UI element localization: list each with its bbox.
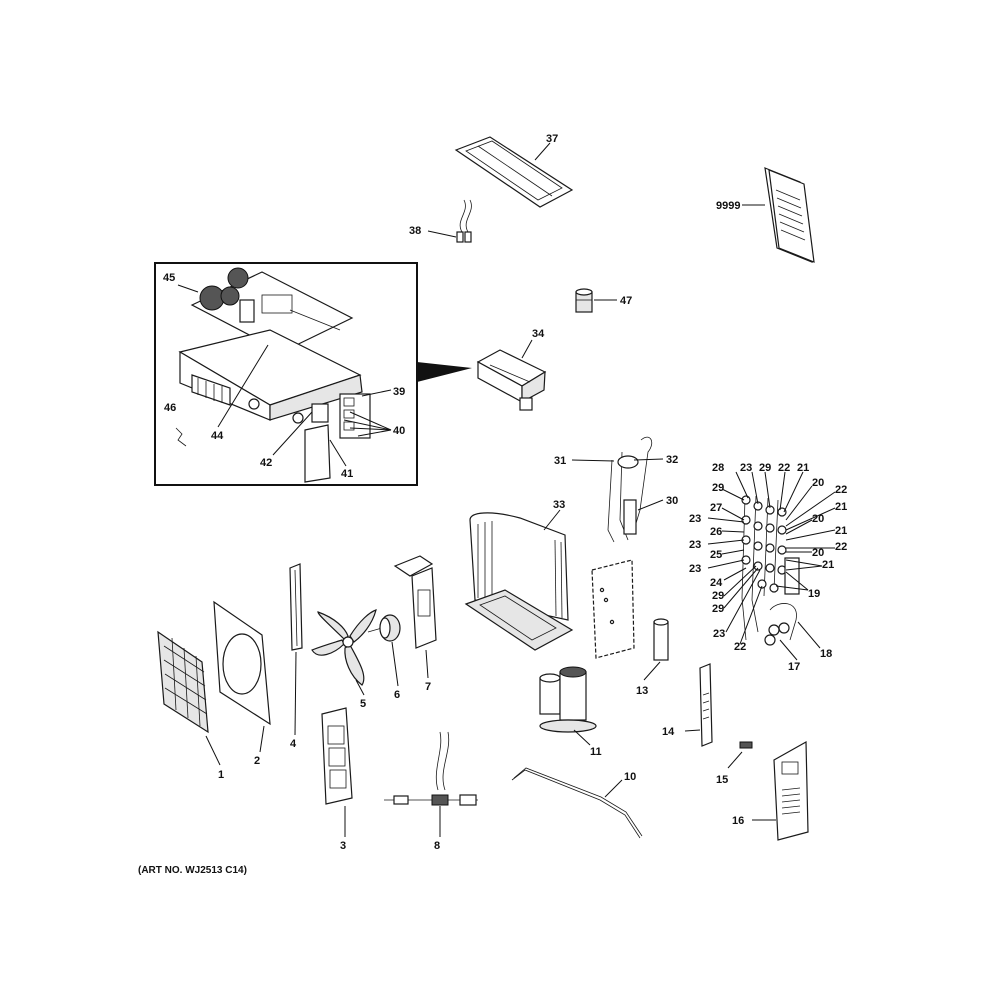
label-13: 13 — [636, 685, 648, 697]
part-32-pipe — [571, 436, 664, 543]
label-6: 6 — [394, 689, 400, 701]
label-v24: 24 — [710, 577, 723, 589]
part-4-guard-bar — [289, 563, 303, 736]
part-valve-manifold — [707, 471, 836, 661]
label-v23-b: 23 — [689, 539, 701, 551]
label-7: 7 — [425, 681, 431, 693]
label-18: 18 — [820, 648, 832, 660]
label-v21-c: 21 — [822, 559, 834, 571]
label-v23-top: 23 — [740, 462, 752, 474]
label-v21-a: 21 — [835, 501, 847, 513]
label-42: 42 — [260, 457, 272, 469]
label-8: 8 — [434, 840, 440, 852]
label-v22-a: 22 — [835, 484, 847, 496]
part-5-fan-blade — [311, 609, 377, 696]
label-2: 2 — [254, 755, 260, 767]
label-v20-b: 20 — [812, 513, 824, 525]
label-33: 33 — [553, 499, 565, 511]
part-11-compressor — [539, 666, 597, 746]
part-1-grille — [157, 630, 221, 766]
label-30: 30 — [666, 495, 678, 507]
part-10-pipe — [511, 767, 643, 839]
label-47: 47 — [620, 295, 632, 307]
label-37: 37 — [546, 133, 558, 145]
partition-panel — [591, 559, 635, 659]
label-31: 31 — [554, 455, 566, 467]
part-8-sensor-cable — [384, 731, 478, 837]
label-v25: 25 — [710, 549, 722, 561]
label-9999: 9999 — [716, 200, 740, 212]
part-3-side-cover — [321, 707, 353, 837]
label-38: 38 — [409, 225, 421, 237]
label-44: 44 — [211, 430, 224, 442]
label-46: 46 — [164, 402, 176, 414]
label-v29-top: 29 — [759, 462, 771, 474]
label-v29-left: 29 — [712, 482, 724, 494]
callout-pointer — [417, 362, 472, 382]
label-39: 39 — [393, 386, 405, 398]
label-32: 32 — [666, 454, 678, 466]
label-15: 15 — [716, 774, 728, 786]
label-1: 1 — [218, 769, 224, 781]
label-v20-c: 20 — [812, 547, 824, 559]
label-45: 45 — [163, 272, 175, 284]
label-v23-a: 23 — [689, 513, 701, 525]
label-v22-c: 22 — [734, 641, 746, 653]
part-6-fan-motor — [367, 614, 401, 687]
part-15-clip — [727, 741, 753, 769]
part-37-top-cover — [454, 136, 574, 208]
label-16: 16 — [732, 815, 744, 827]
label-v21-top: 21 — [797, 462, 809, 474]
part-7-motor-bracket — [393, 555, 437, 679]
part-33-condenser-coil — [464, 509, 574, 651]
part-47-nut — [575, 288, 617, 313]
label-4: 4 — [290, 738, 297, 750]
label-v20-a: 20 — [812, 477, 824, 489]
label-v27: 27 — [710, 502, 722, 514]
label-v23-d: 23 — [713, 628, 725, 640]
part-34-control-assembly — [476, 339, 547, 411]
label-19: 19 — [808, 588, 820, 600]
part-14-terminal-board — [684, 663, 713, 747]
part-16-side-panel — [752, 740, 809, 841]
part-9999-manual — [742, 167, 815, 263]
label-40: 40 — [393, 425, 405, 437]
label-v21-b: 21 — [835, 525, 847, 537]
label-v29-c: 29 — [712, 603, 724, 615]
label-v23-c: 23 — [689, 563, 701, 575]
label-34: 34 — [532, 328, 545, 340]
label-3: 3 — [340, 840, 346, 852]
part-2-front-panel — [213, 600, 271, 753]
label-v26: 26 — [710, 526, 722, 538]
label-14: 14 — [662, 726, 675, 738]
label-5: 5 — [360, 698, 366, 710]
inset-box-control-assembly — [154, 262, 418, 486]
part-13-capacitor — [643, 618, 669, 681]
label-17: 17 — [788, 661, 800, 673]
label-v29-b: 29 — [712, 590, 724, 602]
label-v22-b: 22 — [835, 541, 847, 553]
label-v22-top: 22 — [778, 462, 790, 474]
art-number-caption: (ART NO. WJ2513 C14) — [138, 865, 247, 876]
label-10: 10 — [624, 771, 636, 783]
part-38-wire-connector — [427, 199, 472, 243]
label-41: 41 — [341, 468, 353, 480]
label-v28: 28 — [712, 462, 724, 474]
label-11: 11 — [590, 746, 602, 758]
